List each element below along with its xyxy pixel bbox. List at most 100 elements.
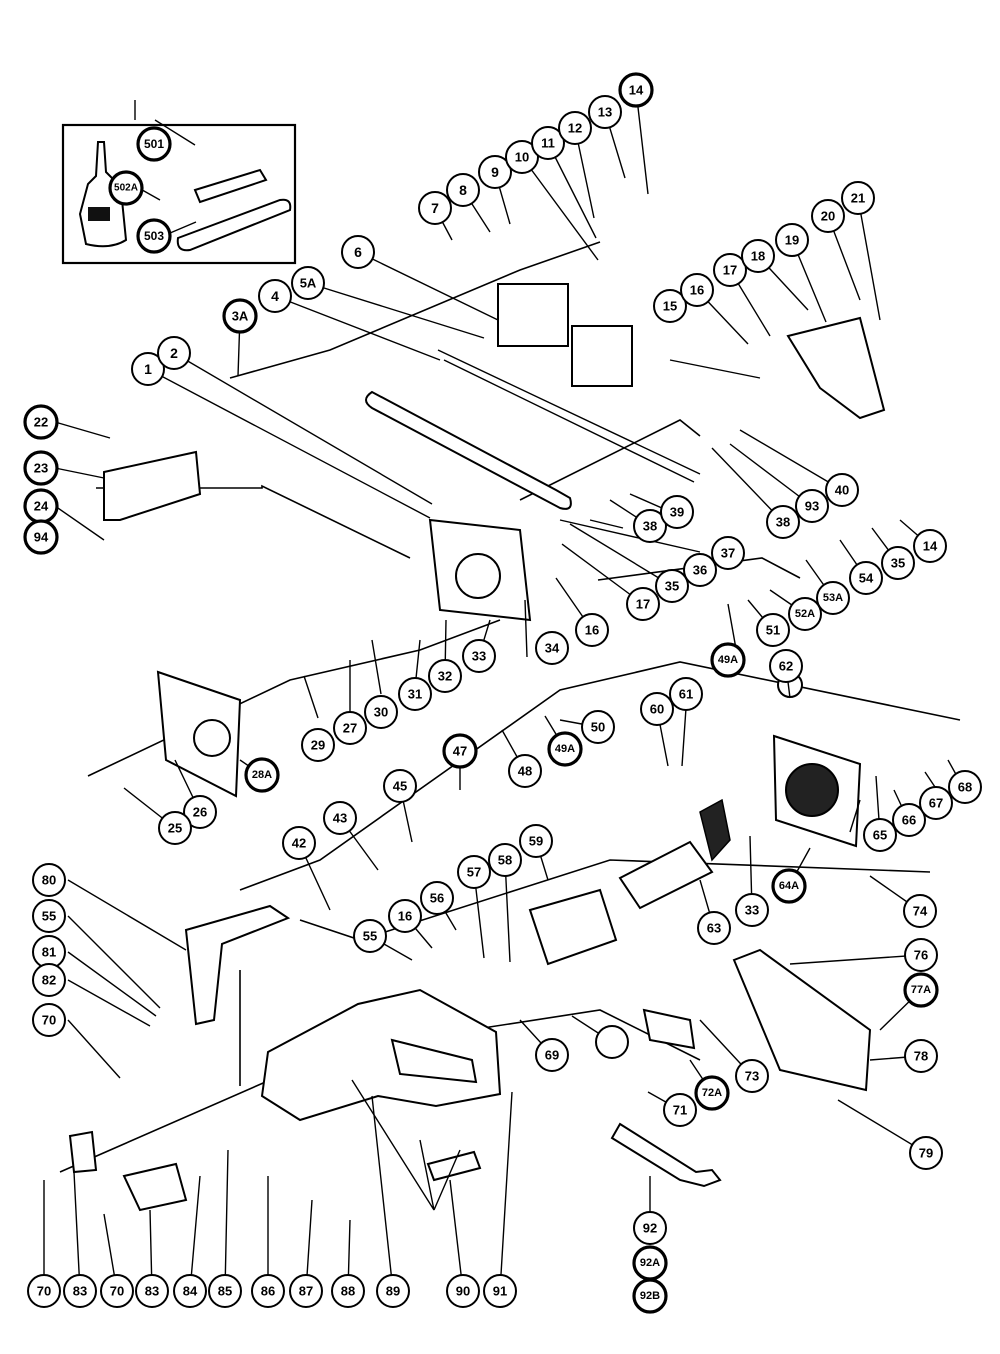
callout-12: 12 [558,111,592,145]
callout-34: 34 [535,631,569,665]
callout-32: 32 [428,659,462,693]
svg-text:69: 69 [545,1048,559,1063]
front-cap [68,1130,98,1174]
callout-58: 58 [488,843,522,877]
svg-text:70: 70 [37,1284,51,1299]
svg-text:49A: 49A [718,654,738,666]
svg-text:54: 54 [859,571,874,586]
svg-text:39: 39 [670,505,684,520]
svg-text:38: 38 [643,519,657,534]
callout-25: 25 [158,811,192,845]
accessory-kit [61,123,297,265]
motor-stator [528,888,618,966]
svg-text:26: 26 [193,805,207,820]
svg-text:3A: 3A [232,309,249,324]
callout-15: 15 [653,289,687,323]
callout-6: 6 [341,235,375,269]
callout-10: 10 [505,140,539,174]
svg-text:20: 20 [821,209,835,224]
svg-text:42: 42 [292,836,306,851]
svg-text:55: 55 [363,929,377,944]
svg-text:57: 57 [467,865,481,880]
svg-text:87: 87 [299,1284,313,1299]
svg-text:71: 71 [673,1103,687,1118]
svg-text:76: 76 [914,948,928,963]
front-guard [184,904,291,1026]
svg-text:83: 83 [73,1284,87,1299]
guide-bar [365,390,572,510]
callout-78: 78 [904,1039,938,1073]
svg-text:6: 6 [354,244,362,260]
callout-16-mid: 16 [388,899,422,933]
callout-62: 62 [769,649,803,683]
svg-text:64A: 64A [779,880,799,892]
svg-text:16: 16 [690,283,704,298]
callout-35-lower: 35 [655,569,689,603]
svg-text:2: 2 [170,345,178,361]
callout-19: 19 [775,223,809,257]
callout-16-lower: 16 [575,613,609,647]
oil-bottle-label [88,207,110,221]
callout-17-top: 17 [713,253,747,287]
callout-95 [595,1025,629,1059]
svg-text:62: 62 [779,659,793,674]
main-handle-housing [260,988,502,1122]
svg-text:21: 21 [851,191,865,206]
callout-83-bottom-1: 83 [63,1274,97,1308]
svg-text:33: 33 [745,903,759,918]
callout-70-bottom-1: 70 [27,1274,61,1308]
svg-text:67: 67 [929,796,943,811]
callout-24: 24 [23,488,59,524]
callout-86: 86 [251,1274,285,1308]
svg-text:83: 83 [145,1284,159,1299]
callout-33-upper: 33 [462,639,496,673]
handle-grip [390,1038,478,1084]
svg-text:15: 15 [663,299,677,314]
callout-94: 94 [23,519,59,555]
callout-64a: 64A [771,868,807,904]
svg-text:35: 35 [891,556,905,571]
svg-text:5A: 5A [300,276,317,291]
callout-14-top: 14 [618,72,654,108]
svg-text:43: 43 [333,811,347,826]
callout-42: 42 [282,826,316,860]
svg-text:88: 88 [341,1284,355,1299]
callout-72a: 72A [694,1075,730,1111]
svg-text:13: 13 [598,105,612,120]
svg-text:18: 18 [751,249,765,264]
svg-text:14: 14 [923,539,938,554]
callout-68: 68 [948,770,982,804]
svg-text:91: 91 [493,1284,507,1299]
svg-text:33: 33 [472,649,486,664]
svg-text:80: 80 [42,873,56,888]
svg-text:65: 65 [873,828,887,843]
svg-text:93: 93 [805,499,819,514]
svg-text:30: 30 [374,705,388,720]
callout-21: 21 [841,181,875,215]
callout-53a: 53A [816,581,850,615]
callout-83-bottom-2: 83 [135,1274,169,1308]
callout-2: 2 [157,336,191,370]
callout-70-left: 70 [32,1003,66,1037]
callout-38-right: 38 [766,505,800,539]
callout-3a: 3A [222,298,258,334]
callout-91: 91 [483,1274,517,1308]
svg-text:11: 11 [541,136,555,151]
callout-56: 56 [420,881,454,915]
svg-text:4: 4 [271,288,279,304]
svg-text:10: 10 [515,150,529,165]
side-handle-cover [732,948,872,1092]
callout-18: 18 [741,239,775,273]
bar-cover [103,450,202,521]
callout-80: 80 [32,863,66,897]
svg-text:502A: 502A [114,183,138,194]
callout-28a: 28A [244,757,280,793]
callout-49a-upper: 49A [710,642,746,678]
callout-49a-lower: 49A [547,731,583,767]
callout-57: 57 [457,855,491,889]
svg-text:32: 32 [438,669,452,684]
gear-cover-hole [193,719,231,757]
svg-text:501: 501 [144,137,164,151]
instruction-card-2 [571,325,633,387]
callout-40: 40 [825,473,859,507]
